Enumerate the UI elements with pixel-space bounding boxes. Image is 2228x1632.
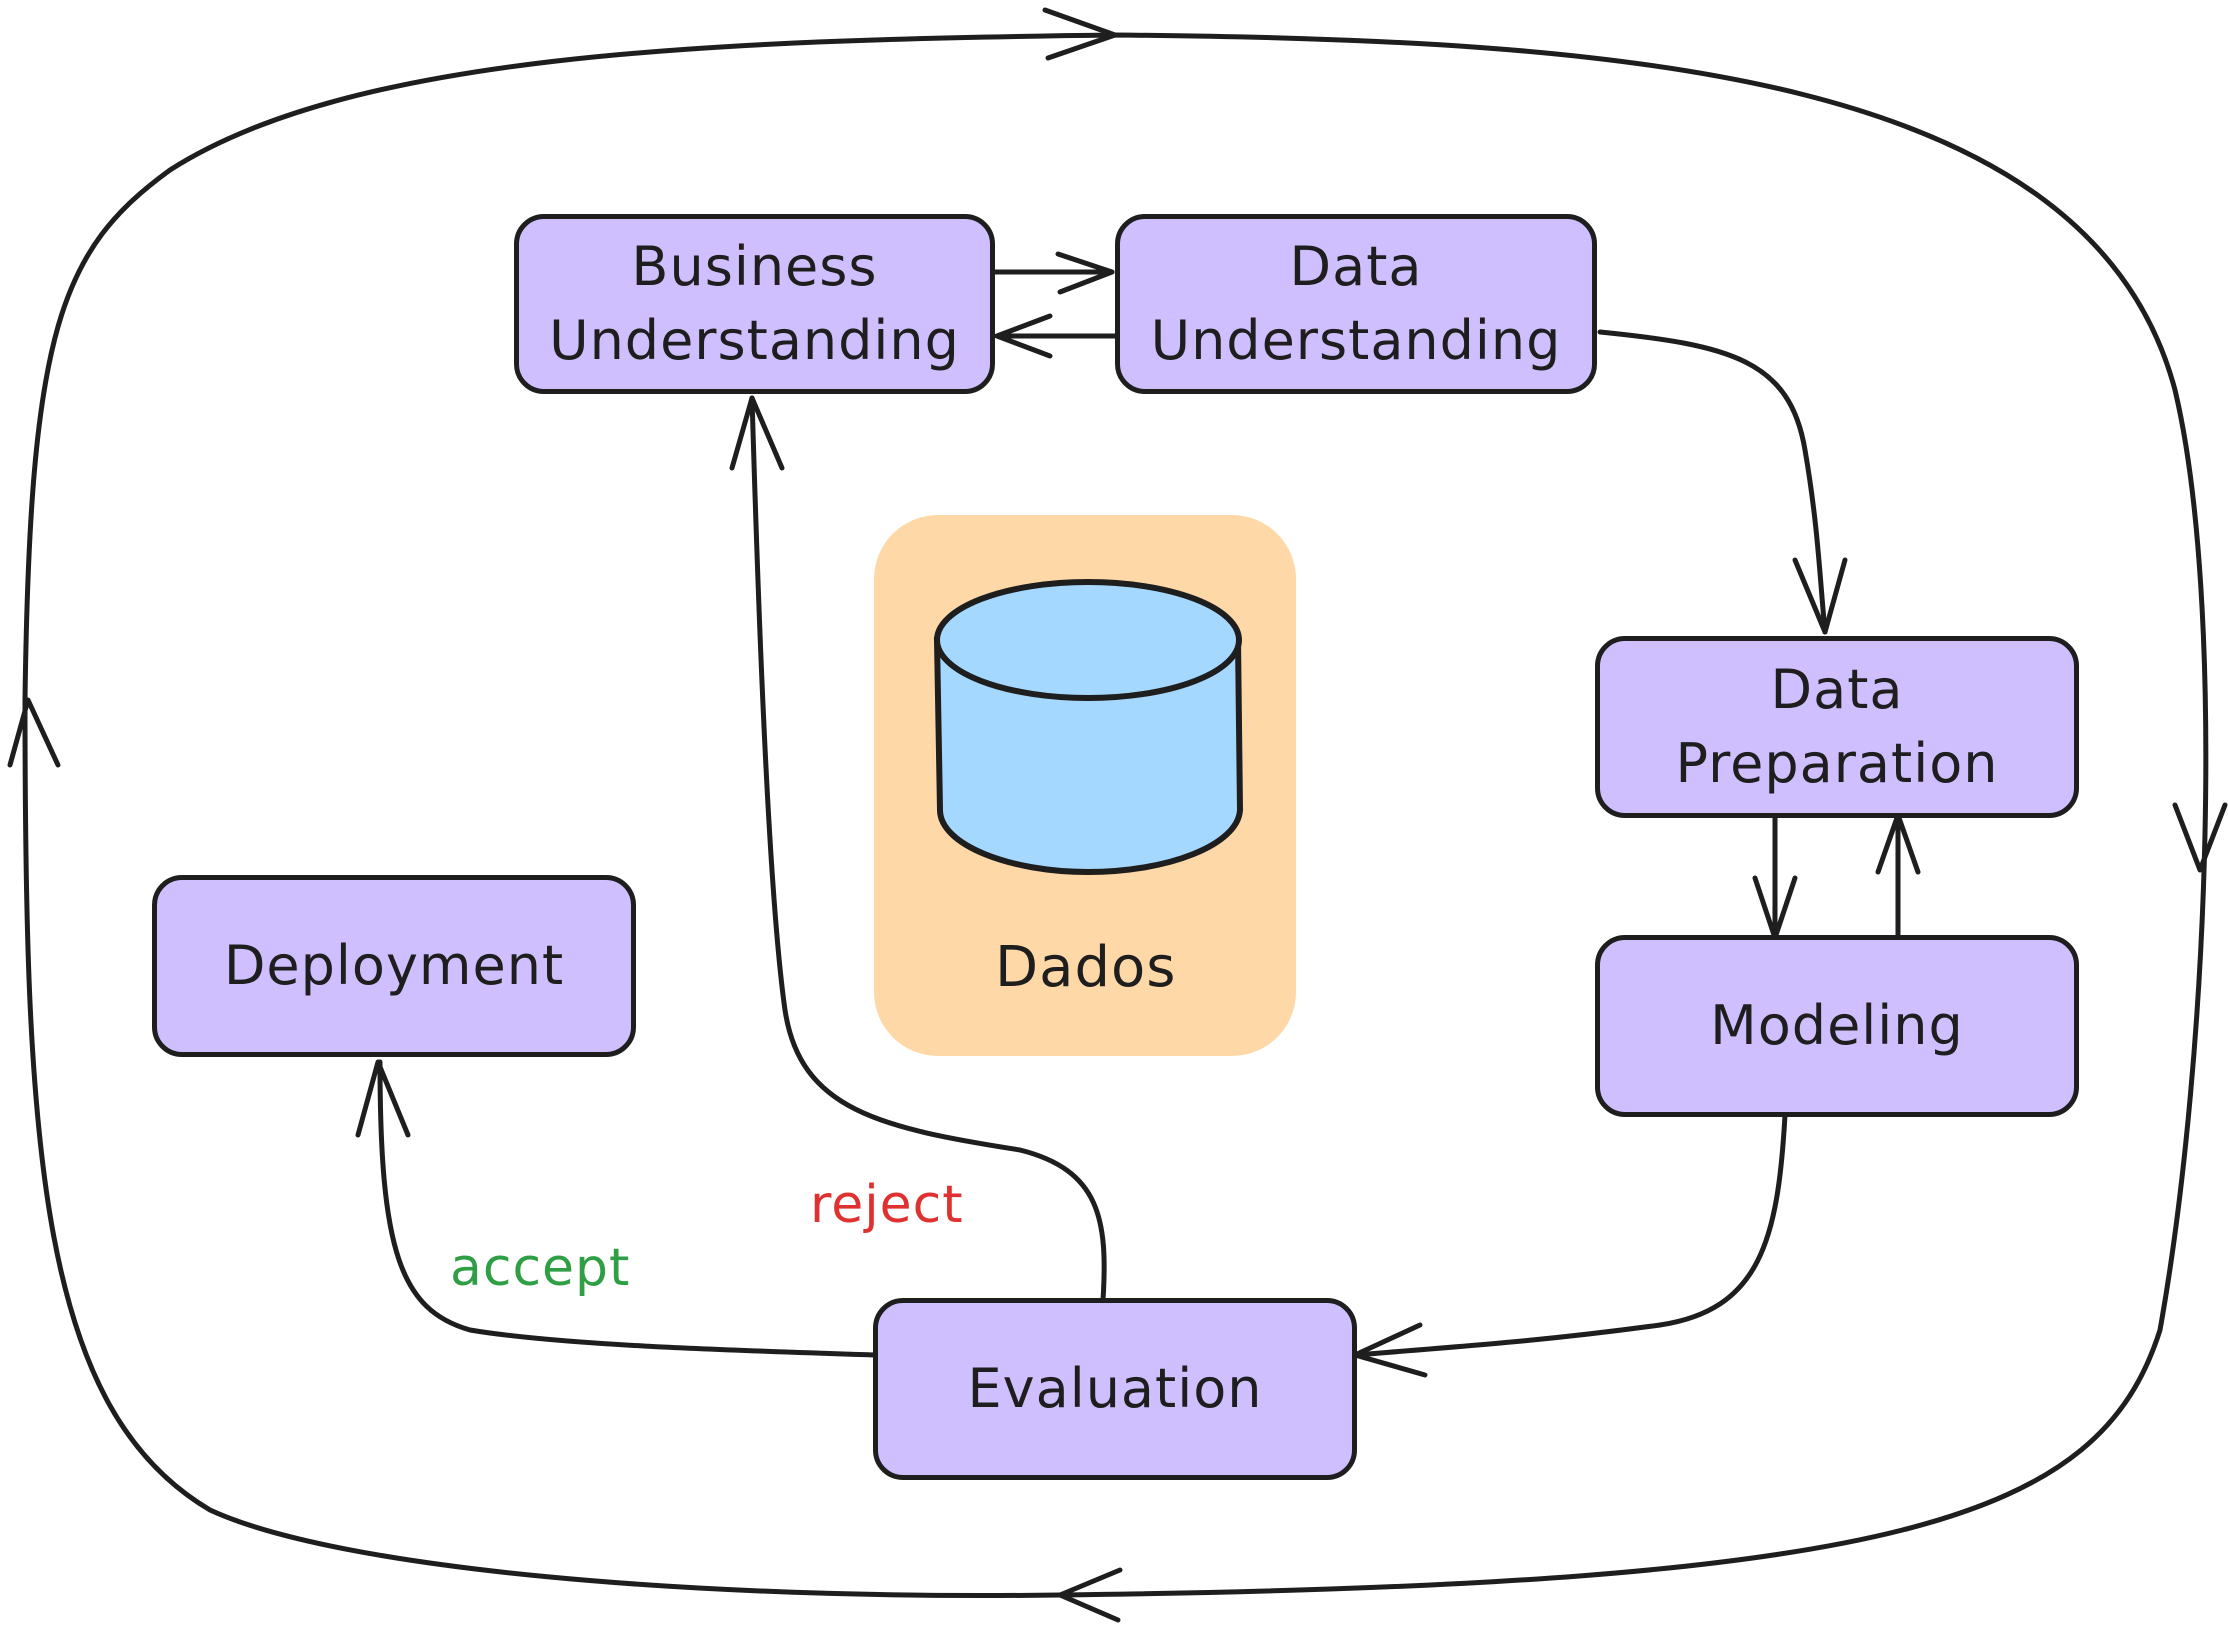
arrowhead-evaluation-to-deployment	[355, 1059, 411, 1138]
database-cylinder-icon	[933, 579, 1244, 876]
arrow-modeling-to-evaluation	[1352, 1112, 1788, 1358]
outer-arrowhead-right	[2172, 802, 2228, 873]
arrowhead-data-understanding-to-preparation	[1792, 557, 1848, 635]
arrowhead-data-understanding-to-business	[994, 313, 1053, 359]
node-data-preparation-label: Data Preparation	[1675, 658, 1999, 795]
node-deployment[interactable]: Deployment	[152, 875, 636, 1057]
node-business-understanding[interactable]: Business Understanding	[514, 214, 995, 394]
node-data-preparation[interactable]: Data Preparation	[1595, 636, 2079, 818]
arrowhead-business-to-data-understanding	[1055, 251, 1115, 295]
arrow-data-understanding-to-preparation	[1597, 329, 1828, 635]
node-deployment-label: Deployment	[223, 934, 565, 997]
edge-label-accept: accept	[450, 1238, 631, 1298]
outer-arrowhead-left	[7, 697, 61, 768]
node-business-understanding-label: Business Understanding	[549, 235, 960, 372]
arrow-evaluation-to-business	[749, 395, 1107, 1303]
node-data-understanding[interactable]: Data Understanding	[1115, 214, 1597, 394]
outer-cycle-loop	[22, 32, 2209, 1599]
node-evaluation[interactable]: Evaluation	[873, 1298, 1357, 1480]
arrowhead-evaluation-to-business	[729, 395, 785, 471]
outer-arrowhead-bottom	[1057, 1567, 1123, 1623]
node-data-understanding-label: Data Understanding	[1150, 235, 1562, 372]
data-store-label: Dados	[995, 935, 1177, 1000]
node-modeling[interactable]: Modeling	[1595, 935, 2079, 1117]
arrow-evaluation-to-deployment	[377, 1059, 878, 1358]
edge-label-reject: reject	[810, 1175, 964, 1235]
node-modeling-label: Modeling	[1710, 994, 1964, 1057]
outer-arrowhead-top	[1042, 7, 1118, 61]
node-evaluation-label: Evaluation	[967, 1357, 1263, 1420]
